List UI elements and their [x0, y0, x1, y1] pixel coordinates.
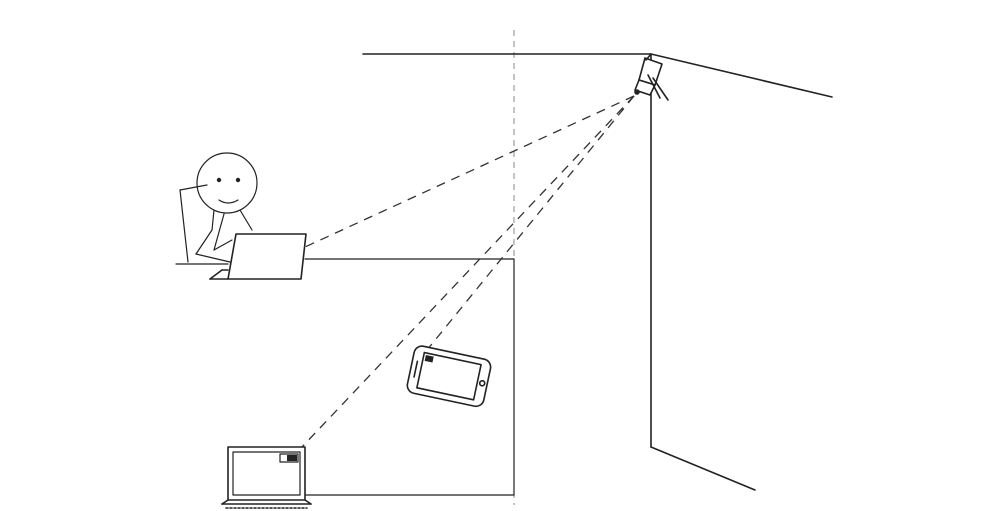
- ceiling-edge-right: [650, 53, 833, 98]
- floor-edge-right: [650, 446, 756, 491]
- beam-to-phone: [426, 95, 635, 351]
- projector-beams: [301, 95, 635, 448]
- smartphone-icon: [406, 345, 492, 408]
- laptop-lower-icon: [221, 446, 312, 509]
- ceiling-projector-icon: [634, 53, 669, 101]
- room-walls: [362, 53, 833, 491]
- laptop-upper-icon: [209, 233, 307, 280]
- person-head: [196, 152, 258, 214]
- beam-to-upper-laptop: [304, 95, 635, 248]
- beam-to-lower-laptop: [301, 95, 635, 448]
- stick-figure-face-icon: [175, 152, 258, 265]
